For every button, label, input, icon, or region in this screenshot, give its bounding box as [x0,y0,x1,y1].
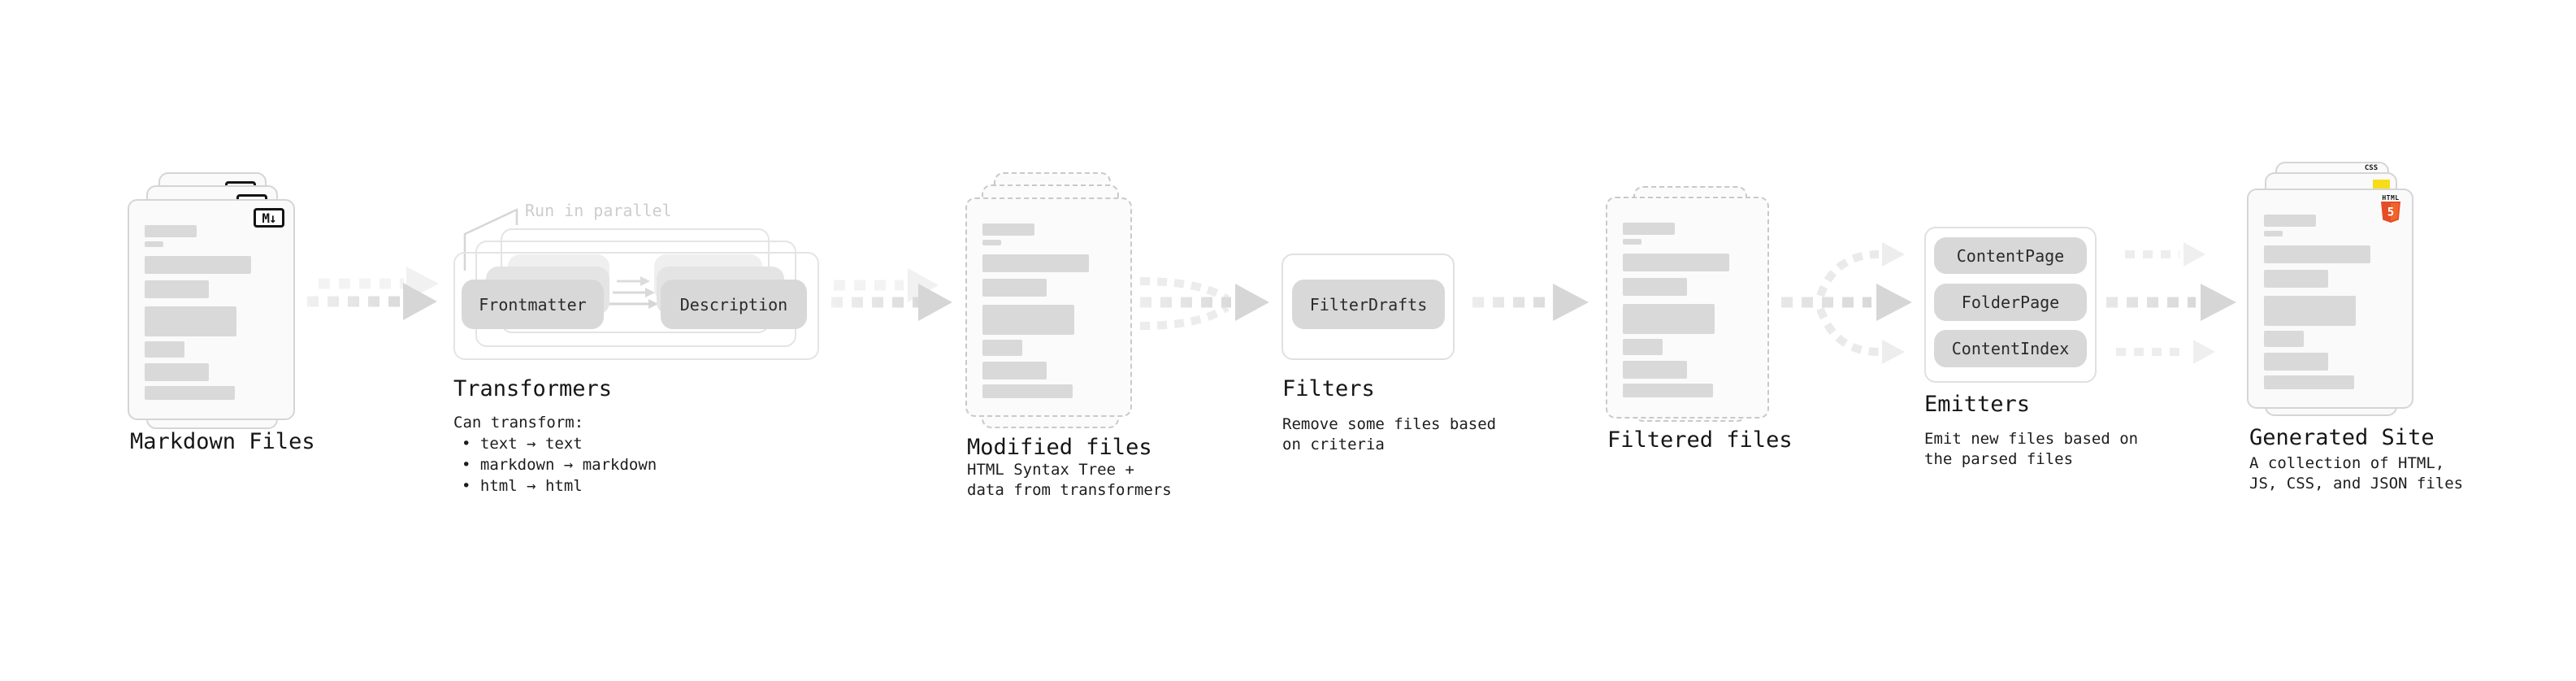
arrow-markdown-to-transformers [307,267,439,320]
filters-subtitle: on criteria [1282,436,1385,453]
file-card-front: M↓ [128,199,295,420]
doc-text-bar [145,306,236,336]
doc-text-bar [1623,254,1729,271]
stage-title-filtered-files: Filtered files [1607,427,1793,453]
doc-text-bar [982,223,1034,236]
transformers-bullet: • text → text [462,435,583,453]
css-icon-label: CSS [2364,164,2379,172]
html5-icon-shield: 5 [2381,202,2400,223]
run-in-parallel-note: Run in parallel [525,201,672,220]
stage-title-filters: Filters [1282,376,1375,401]
doc-text-bar [1623,339,1663,355]
markdown-icon: M↓ [254,208,284,228]
doc-text-bar [145,225,197,237]
doc-text-bar [145,280,209,298]
doc-text-bar [2264,331,2304,347]
file-card-front [1606,197,1769,419]
doc-text-bar [1623,278,1687,296]
arrow-filtered-to-emitters [1781,242,1912,364]
pill-folderpage: FolderPage [1934,284,2087,321]
stage-title-transformers: Transformers [453,376,613,401]
transformers-desc-heading: Can transform: [453,414,584,432]
doc-text-bar [982,240,1001,245]
filters-frame [1281,254,1455,360]
stage-title-markdown-files: Markdown Files [130,429,315,454]
modified-files-subtitle: data from transformers [967,481,1172,499]
doc-text-bar [2264,296,2356,326]
svg-text:5: 5 [2387,206,2394,219]
transformer-frame-front [453,252,819,360]
doc-text-bar [145,363,209,381]
markdown-icon-glyph: M↓ [262,210,276,226]
transformers-bullet: • html → html [462,477,583,495]
html5-icon-label: HTML [2382,194,2400,202]
html5-icon: HTML 5 [2380,194,2401,227]
emitters-subtitle: the parsed files [1924,450,2074,468]
generated-site-subtitle: JS, CSS, and JSON files [2249,475,2464,492]
arrow-transformers-to-modified [831,268,952,321]
doc-text-bar [982,340,1022,356]
js-icon [2373,180,2390,189]
arrow-modified-to-filters [1139,277,1269,330]
doc-text-bar [982,279,1047,297]
doc-text-bar [1623,239,1641,245]
doc-text-bar [1623,361,1687,379]
doc-text-bar [145,341,184,358]
doc-text-bar [2264,375,2354,389]
filters-subtitle: Remove some files based [1282,415,1497,433]
pill-description: Description [661,280,807,329]
emitters-subtitle: Emit new files based on [1924,430,2139,448]
pill-filterdrafts: FilterDrafts [1292,280,1445,329]
pill-contentindex: ContentIndex [1934,330,2087,367]
transformers-bullet: • markdown → markdown [462,456,657,474]
emitters-frame [1924,227,2097,383]
file-card-front: HTML 5 [2247,189,2413,409]
doc-text-bar [145,386,235,400]
doc-text-bar [2264,215,2316,227]
arrow-frontmatter-to-description [608,276,658,309]
doc-text-bar [1623,384,1713,397]
doc-text-bar [982,384,1073,398]
arrow-emitters-to-generated [2106,242,2236,364]
doc-text-bar [1623,304,1715,334]
doc-text-bar [2264,353,2328,371]
doc-text-bar [2264,245,2370,263]
file-card-front [965,197,1132,417]
doc-text-bar [1623,223,1675,235]
arrow-filters-to-filtered [1472,284,1589,321]
doc-text-bar [982,362,1047,380]
doc-text-bar [2264,270,2328,288]
doc-text-bar [982,305,1074,335]
generated-site-subtitle: A collection of HTML, [2249,454,2445,472]
doc-text-bar [145,256,251,274]
modified-files-subtitle: HTML Syntax Tree + [967,461,1134,479]
stage-title-generated-site: Generated Site [2249,425,2435,450]
stage-title-emitters: Emitters [1924,392,2031,417]
pill-frontmatter: Frontmatter [462,280,604,329]
stage-title-modified-files: Modified files [967,435,1152,460]
doc-text-bar [145,241,163,247]
doc-text-bar [2264,231,2283,236]
pill-contentpage: ContentPage [1934,237,2087,274]
doc-text-bar [982,254,1089,272]
